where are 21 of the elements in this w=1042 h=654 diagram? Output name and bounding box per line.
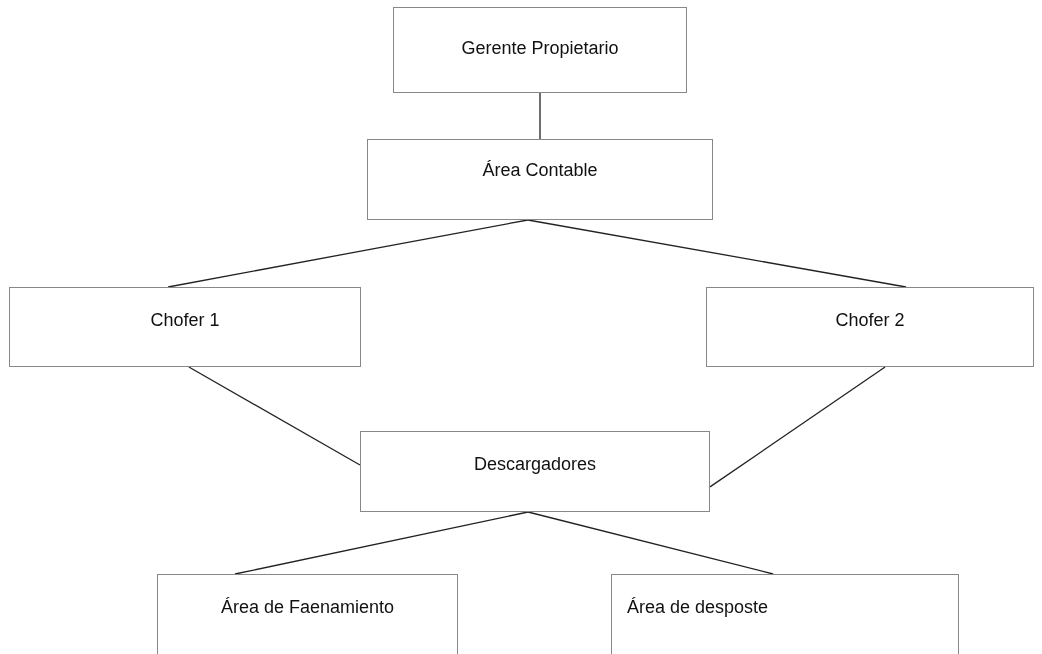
org-box: [706, 287, 1034, 367]
org-box: [157, 574, 458, 654]
org-box: [9, 287, 361, 367]
box-label: Descargadores: [473, 454, 597, 475]
connector-line: [527, 219, 907, 288]
org-box: [611, 574, 959, 654]
connector-line: [539, 92, 541, 140]
box-label: Área de desposte: [627, 597, 769, 618]
org-box: [367, 139, 713, 220]
connector-line: [709, 366, 886, 488]
connector-line: [167, 219, 529, 288]
connector-line: [527, 511, 774, 575]
box-label: Chofer 2: [835, 310, 905, 331]
connector-line: [234, 511, 529, 575]
connector-line: [188, 366, 361, 466]
org-box: [360, 431, 710, 512]
org-box: [393, 7, 687, 93]
box-label: Área de Faenamiento: [220, 597, 395, 618]
box-label: Chofer 1: [150, 310, 220, 331]
box-label: Gerente Propietario: [461, 38, 619, 59]
box-label: Área Contable: [482, 160, 598, 181]
